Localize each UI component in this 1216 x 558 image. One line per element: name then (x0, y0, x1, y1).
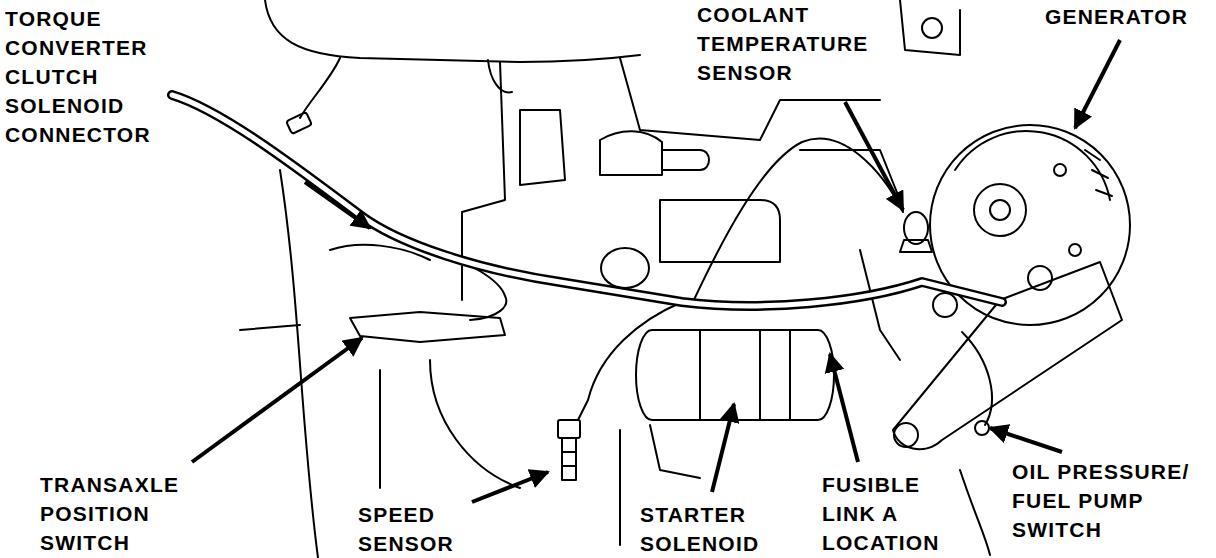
part-label: FUSIBLE LINK A LOCATION (822, 470, 950, 557)
part-label: TORQUE CONVERTER CLUTCH SOLENOID CONNECT… (5, 4, 151, 149)
part-label: COOLANT TEMPERATURE SENSOR (697, 0, 868, 87)
part-label: OIL PRESSURE/ FUEL PUMP SWITCH (1012, 457, 1208, 544)
part-label: TRANSAXLE POSITION SWITCH (40, 470, 179, 557)
part-label: GENERATOR (1045, 2, 1188, 31)
part-label: STARTER SOLENOID (640, 500, 759, 558)
part-label: SPEED SENSOR (358, 500, 454, 558)
leader-arrows (192, 40, 1120, 502)
